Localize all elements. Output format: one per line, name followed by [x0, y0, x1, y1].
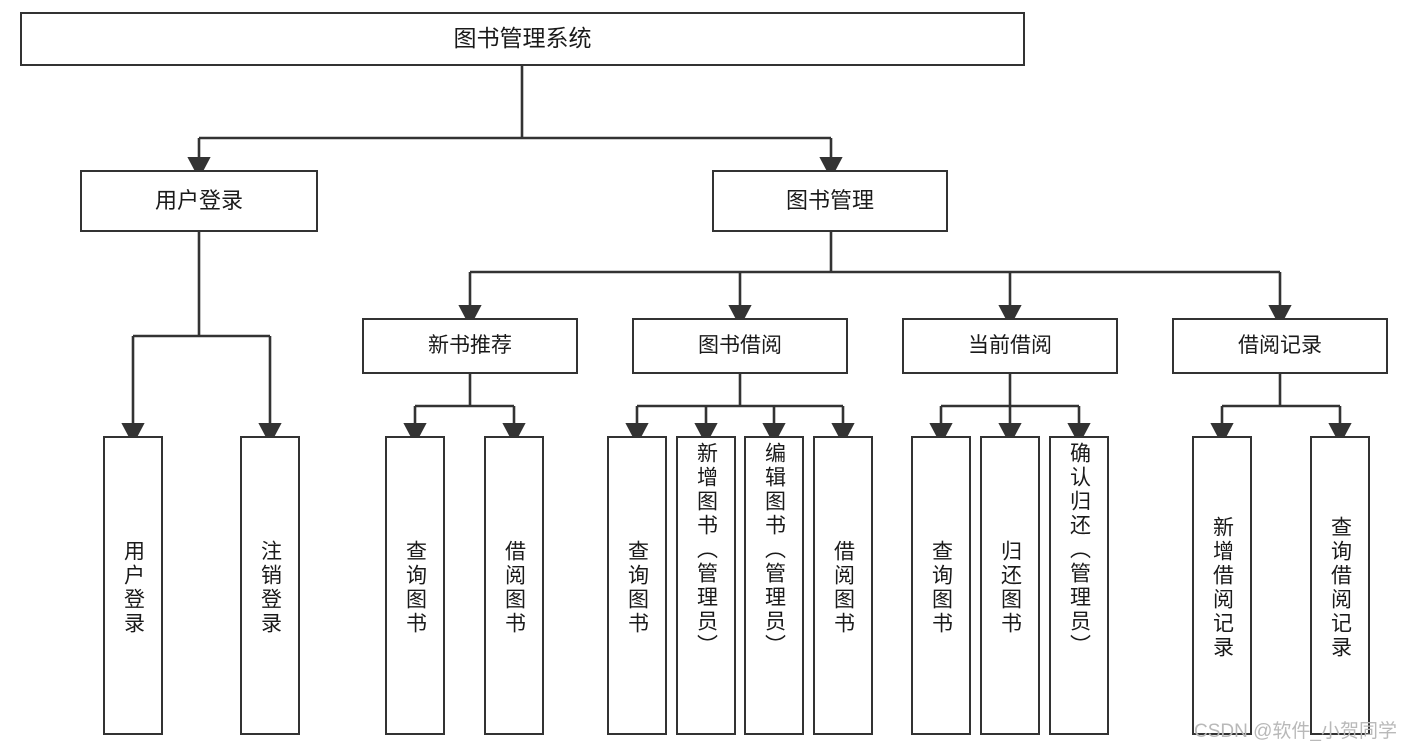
node-label: 确认归还（管理员）: [1067, 442, 1091, 658]
node-label: 查询借阅记录: [1328, 515, 1352, 660]
node-leaf-user-logout[interactable]: 注销登录: [240, 436, 300, 735]
node-label: 查询图书: [625, 539, 649, 636]
node-user-login[interactable]: 用户登录: [80, 170, 318, 232]
node-borrow-record[interactable]: 借阅记录: [1172, 318, 1388, 374]
node-new-book-recommend[interactable]: 新书推荐: [362, 318, 578, 374]
node-leaf-confirm-return[interactable]: 确认归还（管理员）: [1049, 436, 1109, 735]
node-leaf-query-record[interactable]: 查询借阅记录: [1310, 436, 1370, 735]
node-leaf-query-book-2[interactable]: 查询图书: [607, 436, 667, 735]
node-label: 图书管理: [785, 188, 874, 214]
node-label: 借阅图书: [502, 539, 526, 636]
node-label: 查询图书: [929, 539, 953, 636]
node-leaf-return-book[interactable]: 归还图书: [980, 436, 1040, 735]
node-label: 借阅记录: [1238, 333, 1322, 357]
node-label: 用户登录: [121, 539, 145, 636]
node-leaf-add-book[interactable]: 新增图书（管理员）: [676, 436, 736, 735]
node-leaf-user-login[interactable]: 用户登录: [103, 436, 163, 735]
node-label: 编辑图书（管理员）: [762, 442, 786, 658]
node-leaf-add-record[interactable]: 新增借阅记录: [1192, 436, 1252, 735]
node-label: 图书管理系统: [453, 25, 592, 52]
node-leaf-edit-book[interactable]: 编辑图书（管理员）: [744, 436, 804, 735]
node-leaf-query-book-3[interactable]: 查询图书: [911, 436, 971, 735]
node-label: 用户登录: [154, 188, 243, 214]
node-label: 新书推荐: [428, 333, 512, 357]
node-label: 借阅图书: [831, 539, 855, 636]
node-label: 新增借阅记录: [1210, 515, 1234, 660]
node-book-manage[interactable]: 图书管理: [712, 170, 948, 232]
node-label: 查询图书: [403, 539, 427, 636]
node-label: 图书借阅: [698, 333, 782, 357]
node-current-borrow[interactable]: 当前借阅: [902, 318, 1118, 374]
node-label: 归还图书: [998, 539, 1022, 636]
node-leaf-borrow-book-2[interactable]: 借阅图书: [813, 436, 873, 735]
node-label: 注销登录: [258, 539, 282, 636]
node-label: 新增图书（管理员）: [694, 442, 718, 658]
node-leaf-query-book-1[interactable]: 查询图书: [385, 436, 445, 735]
node-leaf-borrow-book-1[interactable]: 借阅图书: [484, 436, 544, 735]
csdn-watermark: CSDN @软件_小贺同学: [1194, 721, 1397, 742]
node-root-system[interactable]: 图书管理系统: [20, 12, 1025, 66]
node-book-borrow[interactable]: 图书借阅: [632, 318, 848, 374]
node-label: 当前借阅: [968, 333, 1052, 357]
